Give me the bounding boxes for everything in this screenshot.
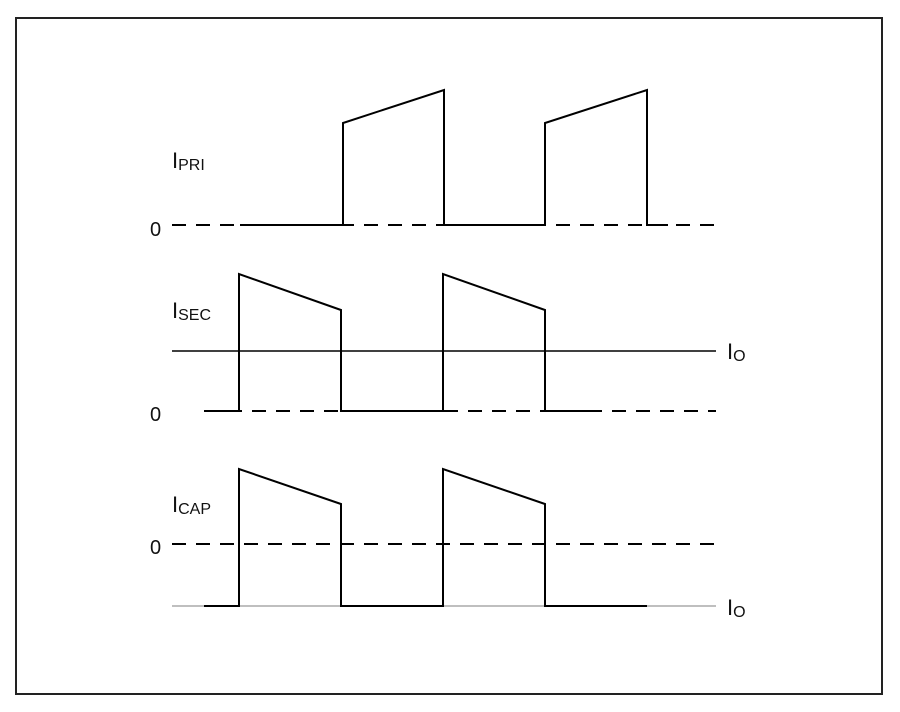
ipri-label: IPRI (172, 148, 205, 174)
ipri-waveform (240, 88, 668, 226)
isec-label: ISEC (172, 298, 211, 324)
icap-io-label: IO (727, 595, 746, 621)
icap-waveform (204, 467, 647, 607)
isec-io-label: IO (727, 339, 746, 365)
isec-waveform (204, 272, 600, 412)
icap-zero-label: 0 (150, 537, 161, 559)
icap-signal: ICAP 0 IO (150, 467, 746, 621)
diagram-frame (15, 17, 883, 695)
isec-signal: ISEC IO 0 (150, 272, 746, 426)
icap-label: ICAP (172, 492, 211, 518)
isec-zero-label: 0 (150, 404, 161, 426)
ipri-signal: IPRI 0 (150, 88, 716, 241)
ipri-zero-label: 0 (150, 219, 161, 241)
